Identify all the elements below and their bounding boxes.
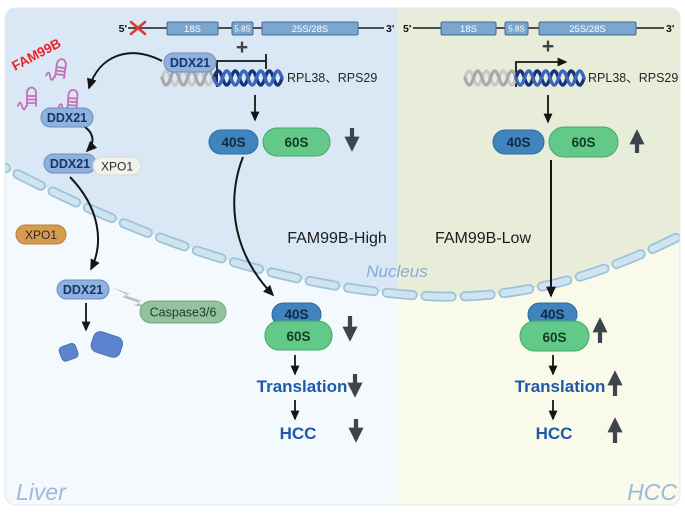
fragment-icon — [90, 331, 124, 358]
svg-text:40S: 40S — [506, 135, 530, 150]
subunit-40s-oval: 40S — [208, 129, 259, 155]
nuclear-membrane — [5, 155, 680, 302]
gene-box-25s-label: 25S/28S — [569, 24, 605, 35]
gene-box-58s — [231, 21, 254, 36]
gene-box-18s — [440, 21, 497, 36]
svg-text:DDX21: DDX21 — [47, 111, 87, 125]
ddx21-export-arrow — [69, 176, 100, 271]
gene-box-58s — [504, 21, 529, 36]
fragment-icon — [58, 342, 79, 362]
gene-box-18s — [166, 21, 219, 36]
five-prime-label: 5' — [119, 23, 127, 35]
membrane-capsule-fill — [5, 156, 680, 300]
rdna-diagram-right: 5' 18S 5.8S 25S/28S 3' — [403, 21, 674, 36]
nucleus-label: Nucleus — [366, 262, 428, 281]
liver-panel-label: Liver — [16, 479, 67, 505]
svg-text:XPO1: XPO1 — [25, 228, 57, 242]
ddx21-to-fam99b-arrow — [87, 52, 163, 90]
svg-text:Caspase3/6: Caspase3/6 — [150, 306, 217, 320]
three-prime-label: 3' — [666, 23, 674, 35]
ddx21-oval: DDX21 — [163, 52, 217, 73]
hcc-outcome-label: HCC — [280, 424, 317, 443]
condition-label-high: FAM99B-High — [287, 230, 387, 247]
assembled-60s-oval: 60S — [264, 320, 333, 351]
assembled-40s-oval: 40S — [271, 302, 322, 327]
translation-label: Translation — [515, 377, 606, 396]
gene-box-25s — [261, 21, 359, 36]
svg-text:DDX21: DDX21 — [170, 56, 210, 70]
gene-box-25s — [538, 21, 637, 36]
svg-text:DDX21: DDX21 — [63, 283, 103, 297]
svg-text:60S: 60S — [286, 329, 310, 344]
translation-label: Translation — [257, 377, 348, 396]
gene-box-58s-label: 5.8S — [508, 25, 524, 34]
plus-sign: + — [236, 36, 248, 59]
assembled-60s-oval: 60S — [519, 320, 590, 352]
subunit-60s-oval: 60S — [262, 127, 331, 157]
svg-text:DDX21: DDX21 — [50, 157, 90, 171]
ddx21-oval: DDX21 — [40, 107, 94, 128]
figure-border — [4, 7, 681, 506]
mrna-targets-label: RPL38、RPS29 — [287, 71, 377, 85]
rdna-diagram-left: 5' 18S 5.8S 25S/28S 3' — [119, 20, 394, 36]
subunit-60s-oval: 60S — [548, 126, 619, 158]
three-prime-label: 3' — [386, 23, 394, 35]
plus-sign: + — [542, 35, 554, 58]
svg-text:40S: 40S — [284, 307, 308, 322]
svg-text:60S: 60S — [542, 330, 566, 345]
hcc-outcome-label: HCC — [536, 424, 573, 443]
subunit-export-arrow — [233, 156, 275, 297]
gene-box-18s-label: 18S — [184, 24, 201, 35]
xpo1-oval-cytoplasm: XPO1 — [15, 224, 67, 245]
mrna-targets-label: RPL38、RPS29 — [588, 71, 678, 85]
red-x-icon — [129, 20, 147, 36]
svg-text:40S: 40S — [221, 135, 245, 150]
svg-text:60S: 60S — [571, 135, 595, 150]
gene-box-58s-label: 5.8S — [234, 25, 250, 34]
ddx21-oval: DDX21 — [43, 153, 97, 174]
lightning-icon — [111, 287, 153, 310]
gene-box-18s-label: 18S — [460, 24, 477, 35]
hcc-panel-label: HCC — [627, 479, 677, 505]
five-prime-label: 5' — [403, 23, 411, 35]
condition-label-low: FAM99B-Low — [435, 230, 531, 247]
svg-text:XPO1: XPO1 — [101, 160, 133, 174]
gene-box-25s-label: 25S/28S — [292, 24, 328, 35]
ddx21-oval: DDX21 — [56, 279, 110, 300]
subunit-40s-oval: 40S — [492, 129, 545, 155]
xpo1-oval-nuclear: XPO1 — [92, 156, 142, 176]
transcription-block-tbar — [216, 54, 267, 87]
hcc-cytoplasm-background — [398, 160, 680, 505]
svg-text:40S: 40S — [540, 307, 564, 322]
svg-text:60S: 60S — [284, 135, 308, 150]
caspase-oval: Caspase3/6 — [139, 300, 227, 324]
